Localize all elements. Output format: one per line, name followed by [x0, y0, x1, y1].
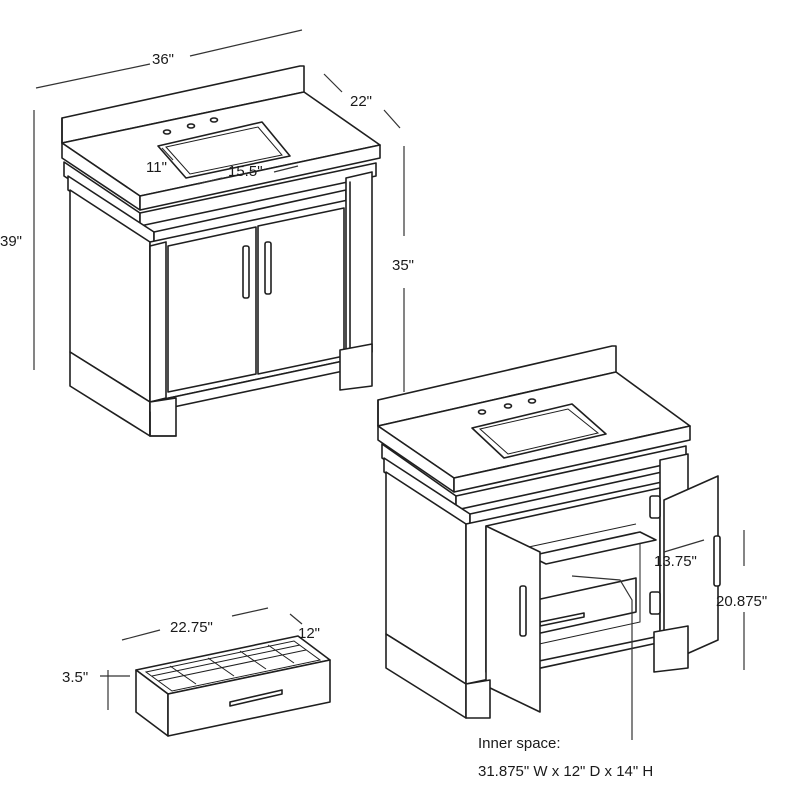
dim-top-width: 36" — [152, 51, 174, 68]
drawer-drawing — [135, 635, 331, 737]
dim-sink-depth: 11" — [146, 159, 167, 176]
dim-door-width: 13.75" — [654, 553, 697, 570]
dim-total-height: 39" — [0, 233, 22, 250]
dim-drawer-width: 22.75" — [170, 619, 213, 636]
dim-sink-width: 15.5" — [228, 163, 263, 180]
inner-space-value: 31.875" W x 12" D x 14" H — [478, 763, 653, 780]
dim-cabinet-height: 35" — [392, 257, 414, 274]
dimension-lines-top — [33, 29, 405, 392]
dim-drawer-depth: 12" — [298, 625, 320, 642]
vanity-closed — [61, 65, 381, 437]
dim-top-depth: 22" — [350, 93, 372, 110]
dim-door-height: 20.875" — [716, 593, 767, 610]
dimension-lines-open — [571, 530, 745, 740]
vanity-open — [377, 345, 721, 719]
dimension-lines-drawer — [100, 607, 303, 710]
inner-space-label: Inner space: — [478, 735, 561, 752]
dim-drawer-height: 3.5" — [62, 669, 88, 686]
